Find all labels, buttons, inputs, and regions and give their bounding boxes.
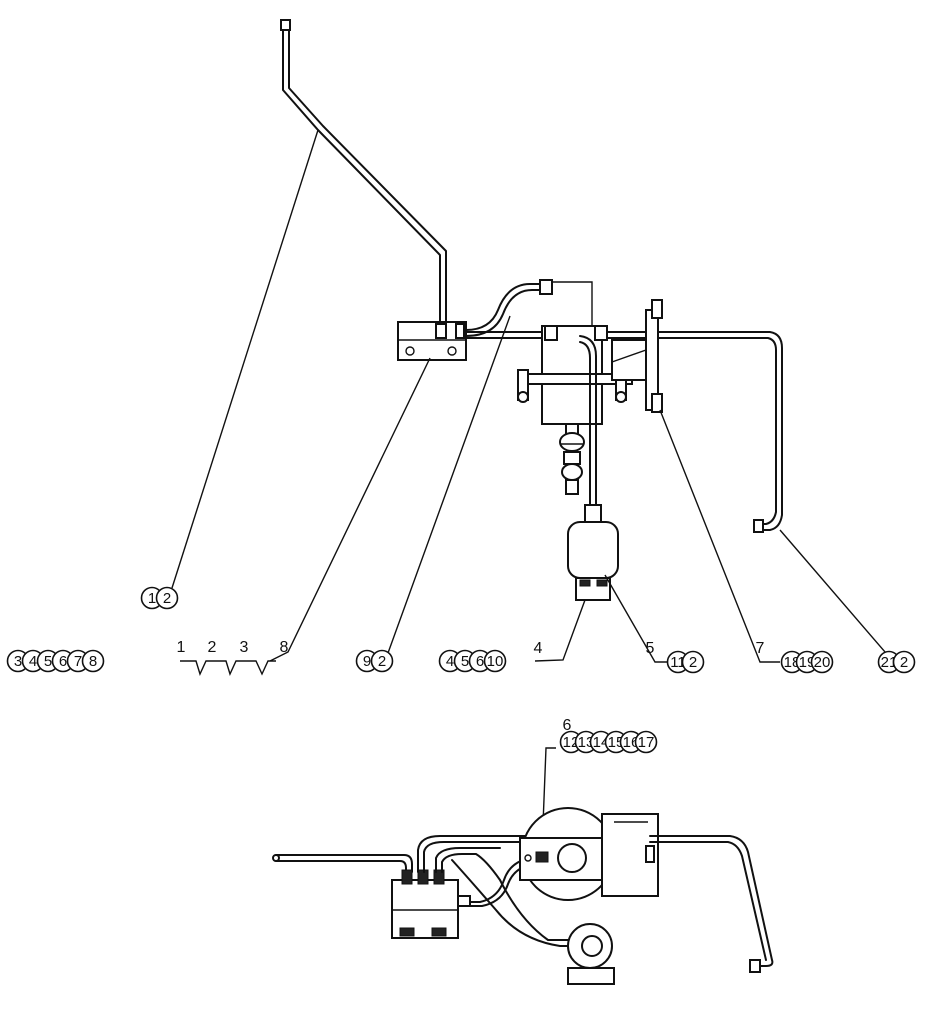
callout-number: 2 bbox=[689, 654, 697, 671]
leader-label: 3 bbox=[240, 639, 249, 656]
callout-number: 11 bbox=[670, 654, 686, 671]
tube-long bbox=[280, 19, 447, 326]
leader-label: 7 bbox=[756, 640, 765, 657]
leader-label: 2 bbox=[208, 639, 217, 656]
callout-number: 20 bbox=[814, 654, 831, 671]
round-valve bbox=[567, 923, 615, 985]
callout-number: 19 bbox=[799, 654, 816, 671]
leader-label: 8 bbox=[280, 639, 289, 656]
callout-circle bbox=[483, 649, 507, 673]
callout-number: 10 bbox=[487, 653, 504, 670]
callout-number: 8 bbox=[89, 653, 97, 670]
callout-number: 2 bbox=[378, 653, 386, 670]
lower-assembly bbox=[272, 807, 774, 985]
callout-number: 4 bbox=[446, 653, 454, 670]
callout-circle bbox=[370, 649, 394, 673]
callout-circle bbox=[634, 730, 658, 754]
leader-label: 4 bbox=[534, 640, 543, 657]
callout-number: 15 bbox=[608, 734, 625, 751]
callout-number: 2 bbox=[163, 590, 171, 607]
callout-number: 1 bbox=[148, 590, 156, 607]
callout-number: 16 bbox=[623, 734, 640, 751]
callout-number: 5 bbox=[461, 653, 469, 670]
callout-circle bbox=[681, 650, 705, 674]
callout-number: 4 bbox=[29, 653, 37, 670]
callout-number: 17 bbox=[638, 734, 655, 751]
junction-block bbox=[391, 869, 471, 939]
callout-number: 6 bbox=[476, 653, 484, 670]
callout-number: 21 bbox=[881, 654, 898, 671]
callout-circle bbox=[81, 649, 105, 673]
compressor-unit bbox=[519, 807, 627, 901]
valve bbox=[559, 423, 585, 495]
leader-lines bbox=[171, 129, 903, 851]
receiver-bottle bbox=[567, 504, 619, 601]
callout-number: 14 bbox=[593, 734, 610, 751]
leader-label: 6 bbox=[563, 717, 572, 734]
callout-number: 9 bbox=[363, 653, 371, 670]
callout-number: 6 bbox=[59, 653, 67, 670]
leader-label: 5 bbox=[646, 640, 655, 657]
callout-circle bbox=[892, 650, 916, 674]
leader-label: 1 bbox=[177, 639, 186, 656]
callout-circle bbox=[155, 586, 179, 610]
callout-number: 7 bbox=[74, 653, 82, 670]
clamp-block bbox=[397, 321, 467, 361]
mounting-bracket bbox=[611, 299, 663, 413]
callout-number: 18 bbox=[784, 654, 801, 671]
callout-circle bbox=[810, 650, 834, 674]
upper-assembly bbox=[280, 19, 783, 601]
callout-number: 5 bbox=[44, 653, 52, 670]
callout-number: 12 bbox=[563, 734, 580, 751]
callout-number: 3 bbox=[14, 653, 22, 670]
callout-number: 13 bbox=[578, 734, 595, 751]
callout-number: 2 bbox=[900, 654, 908, 671]
tank-body bbox=[541, 281, 608, 425]
